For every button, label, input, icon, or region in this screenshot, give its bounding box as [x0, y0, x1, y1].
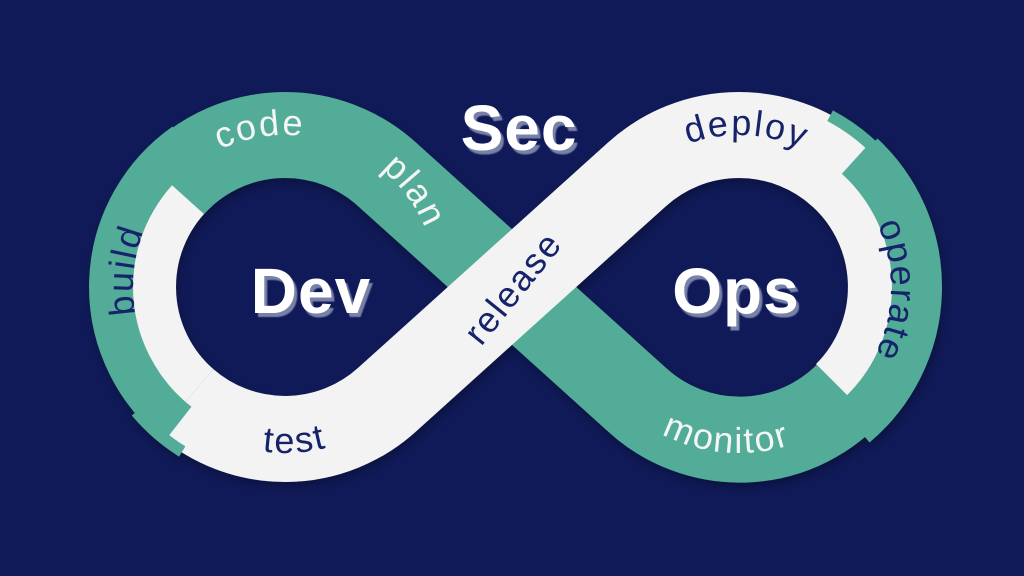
infinity-ribbon [89, 92, 942, 483]
white-ribbon-main [157, 92, 871, 482]
ops-label: Ops [672, 255, 799, 327]
stage-label-test: test [262, 415, 330, 461]
sec-label: Sec [461, 92, 578, 164]
stage-label-test-text: test [262, 415, 328, 461]
teal-peek-sliver-top-right [827, 110, 881, 155]
white-inner-sliver-right [808, 169, 892, 396]
teal-outer-half-right [838, 138, 942, 443]
dev-label: Dev [251, 255, 371, 327]
teal-peek-sliver-bottom-left [131, 407, 186, 457]
white-inner-sliver-left [132, 173, 214, 403]
teal-outer-half-left [89, 126, 199, 442]
